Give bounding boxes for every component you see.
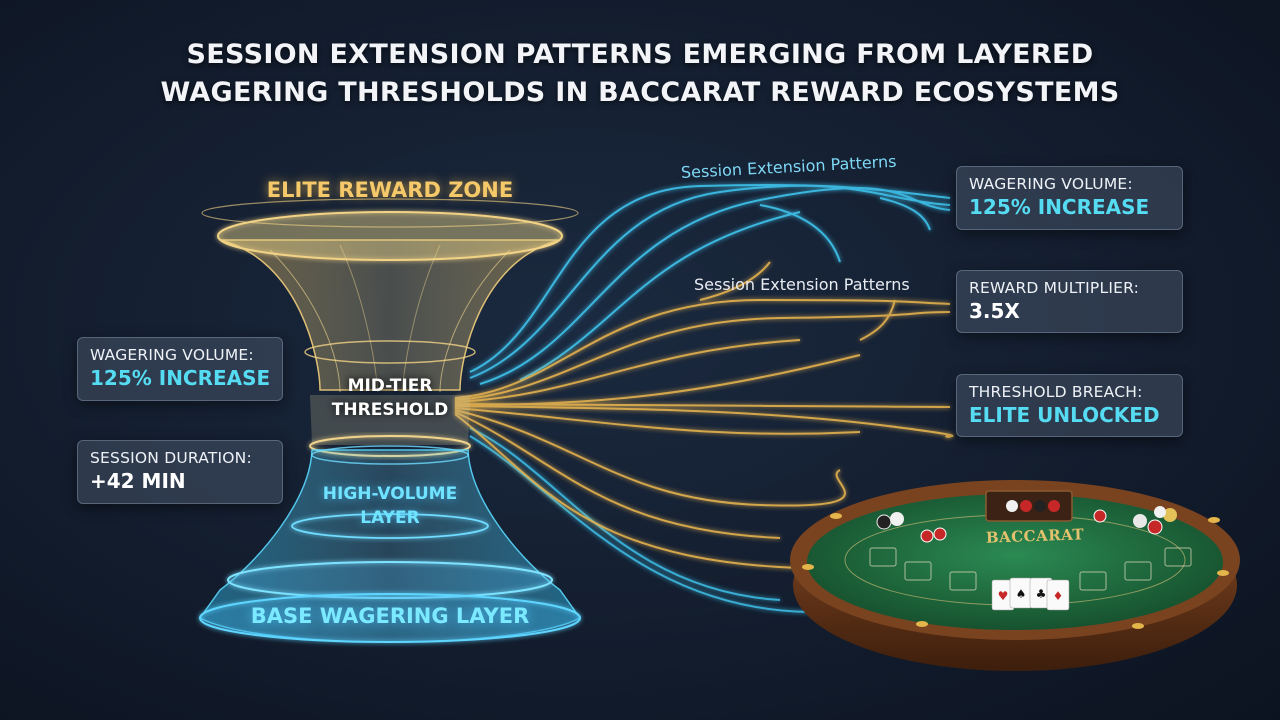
- funnel-base-layers: [198, 445, 582, 643]
- card-wagering-volume-right: WAGERING VOLUME: 125% INCREASE: [956, 166, 1183, 230]
- title-line-1: SESSION EXTENSION PATTERNS EMERGING FROM…: [186, 39, 1094, 70]
- high-label-line-1: HIGH-VOLUME: [322, 484, 458, 504]
- mid-label-line-2: THRESHOLD: [331, 400, 449, 420]
- base-wagering-layer-label: BASE WAGERING LAYER: [250, 604, 530, 628]
- mid-label-line-1: MID-TIER: [347, 376, 433, 396]
- card-value: +42 MIN: [90, 469, 186, 493]
- mid-tier-threshold-label: MID-TIER THRESHOLD: [300, 374, 480, 422]
- card-key: WAGERING VOLUME:: [969, 175, 1133, 193]
- cyan-flow-lines: [469, 183, 951, 385]
- card-key: WAGERING VOLUME:: [90, 346, 254, 364]
- chip-stacks: [876, 500, 1177, 543]
- flow-label-middle: Session Extension Patterns: [694, 275, 910, 294]
- card-value: ELITE UNLOCKED: [969, 403, 1160, 427]
- gold-flow-lines: [454, 261, 954, 569]
- card-key: THRESHOLD BREACH:: [969, 383, 1143, 401]
- card-threshold-breach: THRESHOLD BREACH: ELITE UNLOCKED: [956, 374, 1183, 437]
- svg-text:♠: ♠: [1016, 587, 1027, 601]
- card-wagering-volume-left: WAGERING VOLUME: 125% INCREASE: [77, 337, 283, 401]
- svg-text:♥: ♥: [998, 589, 1009, 603]
- card-reward-multiplier: REWARD MULTIPLIER: 3.5X: [956, 270, 1183, 333]
- high-volume-layer-label: HIGH-VOLUME LAYER: [300, 482, 480, 530]
- card-value: 3.5X: [969, 299, 1020, 323]
- card-key: SESSION DURATION:: [90, 449, 252, 467]
- card-value: 125% INCREASE: [90, 366, 271, 390]
- elite-reward-zone-label: ELITE REWARD ZONE: [266, 178, 514, 202]
- cyan-lower-flow-lines: [469, 427, 811, 613]
- svg-text:♦: ♦: [1053, 589, 1064, 603]
- page-title: SESSION EXTENSION PATTERNS EMERGING FROM…: [0, 36, 1280, 112]
- card-value: 125% INCREASE: [969, 195, 1150, 219]
- baccarat-table: ♥ ♠ ♣ ♦: [790, 480, 1240, 671]
- playing-cards: ♥ ♠ ♣ ♦: [991, 577, 1070, 611]
- high-label-line-2: LAYER: [360, 508, 420, 528]
- funnel-elite-zone: [201, 198, 579, 393]
- title-line-2: WAGERING THRESHOLDS IN BACCARAT REWARD E…: [160, 77, 1120, 108]
- svg-text:♣: ♣: [1036, 587, 1047, 601]
- card-key: REWARD MULTIPLIER:: [969, 279, 1139, 297]
- card-session-duration: SESSION DURATION: +42 MIN: [77, 440, 283, 504]
